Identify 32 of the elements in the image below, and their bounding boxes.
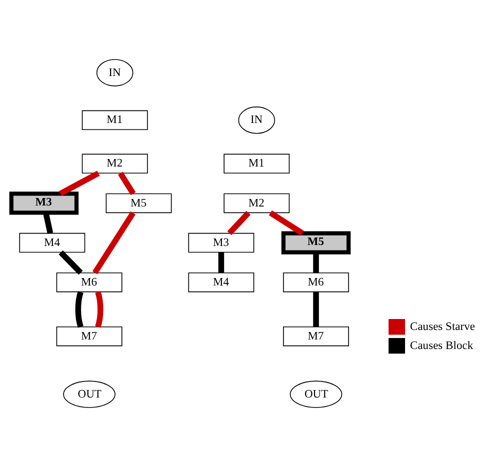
connector <box>218 252 224 272</box>
node-box: M5 <box>281 230 351 254</box>
node-box: M7 <box>283 326 349 346</box>
connector <box>75 290 84 328</box>
node-box: M6 <box>56 272 122 292</box>
node-box: M7 <box>56 326 122 346</box>
node-box: M3 <box>188 232 254 252</box>
connector <box>58 170 100 196</box>
connector <box>43 212 54 234</box>
node-box: M1 <box>224 153 290 174</box>
legend-label: Causes Starve <box>410 320 476 332</box>
connector <box>58 250 83 274</box>
node-box: M2 <box>224 192 290 213</box>
connector <box>92 210 136 274</box>
node-ellipse: OUT <box>290 380 342 408</box>
node-box: M1 <box>82 110 148 130</box>
node-box: M3 <box>9 191 79 214</box>
legend-label: Causes Block <box>410 339 474 352</box>
connector <box>95 290 104 328</box>
connector <box>118 171 136 195</box>
node-box: M2 <box>82 153 148 174</box>
connector <box>313 252 319 272</box>
node-ellipse: IN <box>96 58 134 86</box>
node-box: M4 <box>188 272 254 292</box>
node-box: M4 <box>19 232 86 252</box>
connector <box>268 210 304 236</box>
node-box: M5 <box>106 192 172 213</box>
connector <box>313 292 319 326</box>
node-ellipse: IN <box>238 106 276 134</box>
node-ellipse: OUT <box>63 380 116 408</box>
node-box: M6 <box>283 272 349 292</box>
connector <box>227 210 251 235</box>
